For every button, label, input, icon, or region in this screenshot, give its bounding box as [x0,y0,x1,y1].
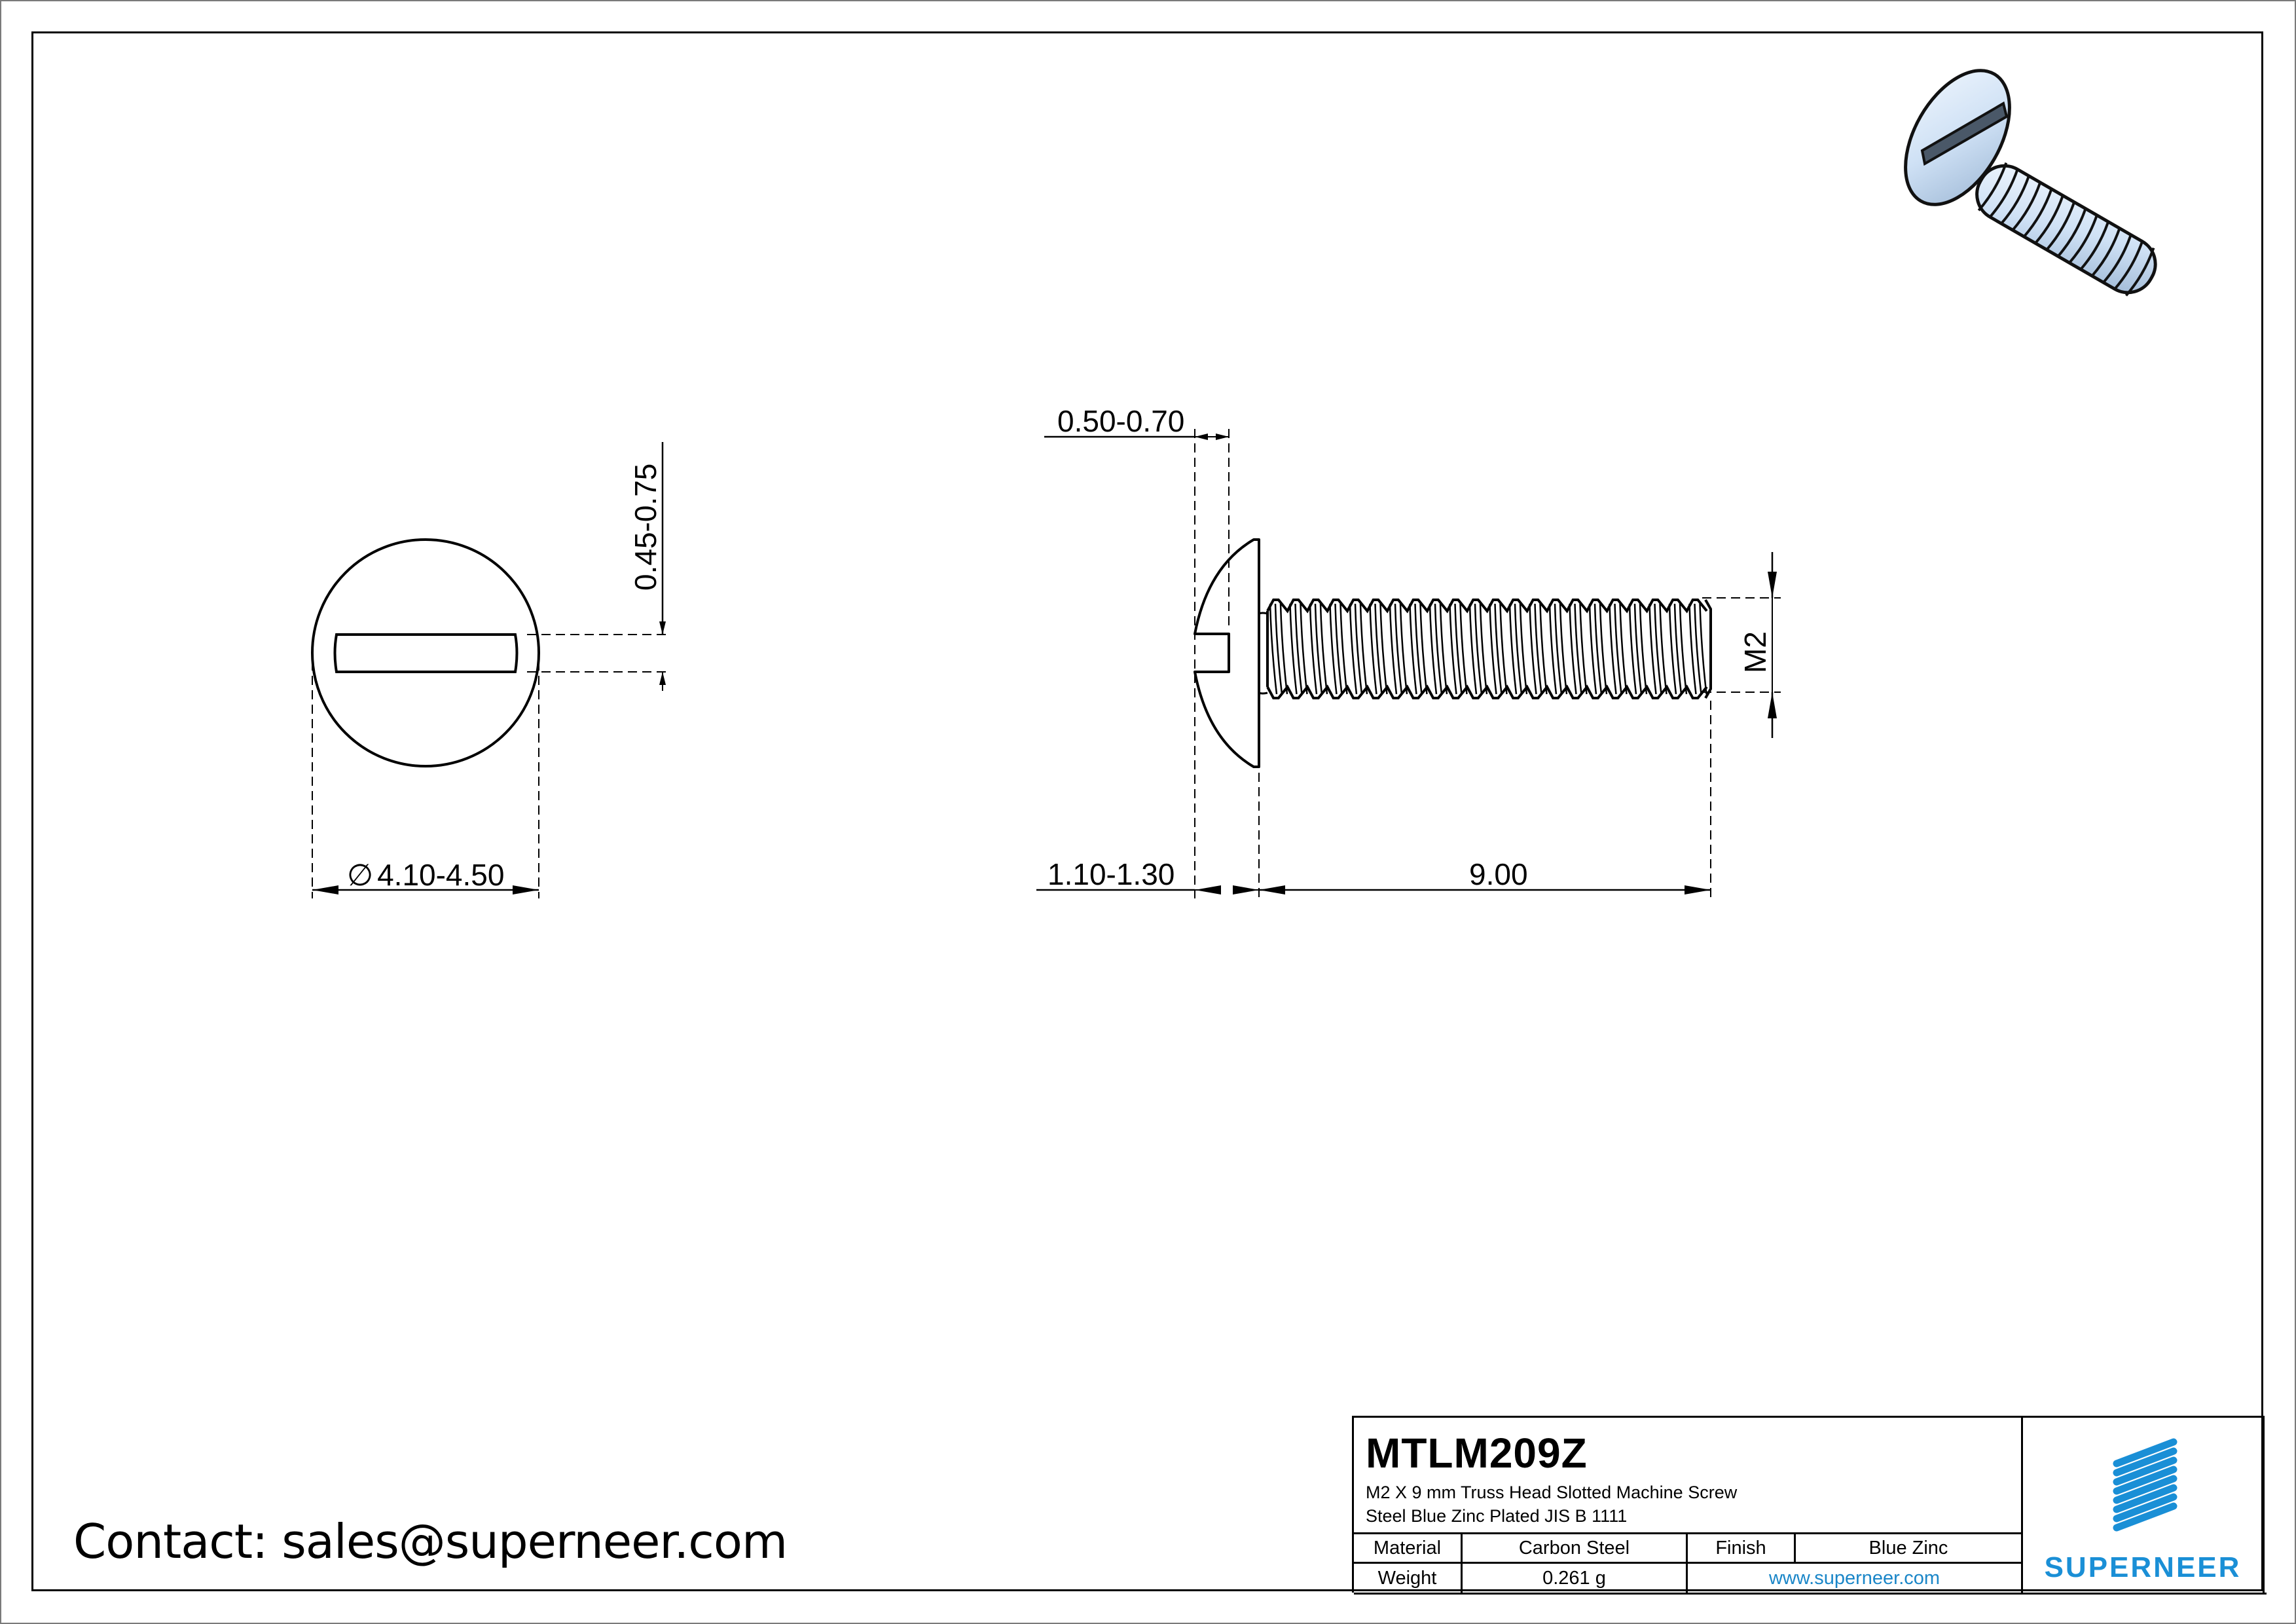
description-line-2: Steel Blue Zinc Plated JIS B 1111 [1366,1506,1628,1526]
length-label: 9.00 [1469,857,1528,891]
weight-label: Weight [1354,1564,1463,1593]
thread-body [1266,599,1712,699]
material-value: Carbon Steel [1463,1534,1688,1562]
isometric-screw-render [1904,69,2157,297]
slot-depth-label: 0.50-0.70 [1057,404,1184,438]
side-view [1036,429,1781,898]
head-height-label: 1.10-1.30 [1048,857,1175,891]
diameter-label: ∅4.10-4.50 [347,858,504,892]
head-outline [311,538,540,767]
material-label: Material [1354,1534,1463,1562]
title-block-header: MTLM209Z M2 X 9 mm Truss Head Slotted Ma… [1354,1418,2021,1534]
title-block: MTLM209Z M2 X 9 mm Truss Head Slotted Ma… [1352,1416,2267,1595]
material-finish-row: Material Carbon Steel Finish Blue Zinc [1354,1534,2021,1564]
head-profile [1194,538,1260,768]
finish-label: Finish [1688,1534,1796,1562]
title-block-main: MTLM209Z M2 X 9 mm Truss Head Slotted Ma… [1354,1418,2021,1593]
front-view [311,442,671,898]
superneer-logo-icon [2113,1438,2178,1532]
part-number: MTLM209Z [1366,1430,1588,1477]
drawing-frame [31,31,2263,1591]
description-line-1: M2 X 9 mm Truss Head Slotted Machine Scr… [1366,1483,1738,1502]
slot-width-label: 0.45-0.75 [629,464,663,591]
thread-size-label: M2 [1738,631,1772,673]
contact-email[interactable]: Contact: sales@superneer.com [73,1514,788,1569]
logo-wordmark: SUPERNEER [2044,1551,2242,1583]
weight-value: 0.261 g [1463,1564,1688,1593]
finish-value: Blue Zinc [1868,1537,1948,1559]
website-link[interactable]: www.superneer.com [1768,1567,1941,1589]
logo-cell: SUPERNEER [2021,1418,2265,1593]
weight-row: Weight 0.261 g www.superneer.com [1354,1564,2021,1593]
title-block-bottom-border [1354,1593,2267,1595]
slot-outline [333,633,519,673]
